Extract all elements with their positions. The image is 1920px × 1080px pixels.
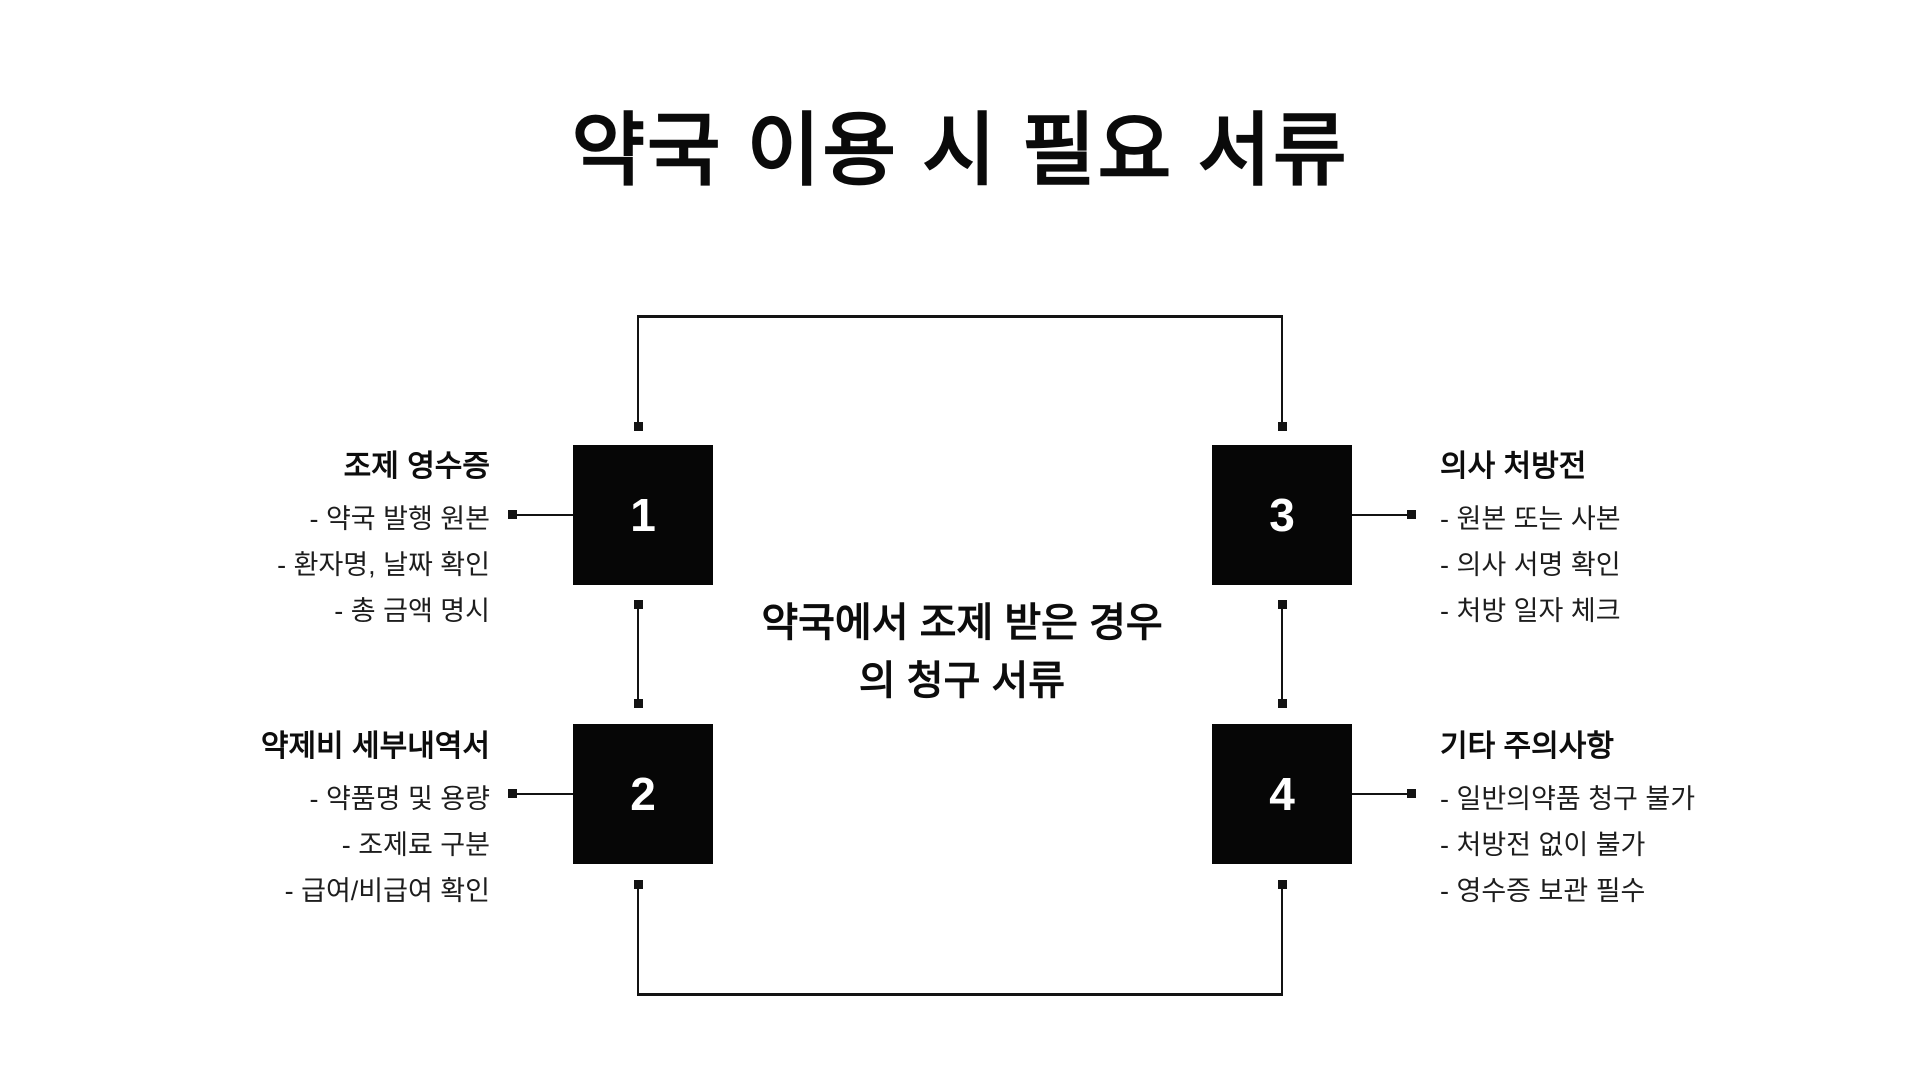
detail-item: - 약품명 및 용량 <box>309 784 490 814</box>
detail-item: - 일반의약품 청구 불가 <box>1440 784 1696 814</box>
square-arrowhead-icon <box>1278 422 1287 431</box>
connector-top-rail <box>637 315 1283 318</box>
detail-item: - 총 금액 명시 <box>334 596 490 626</box>
square-arrowhead-icon <box>634 880 643 889</box>
detail-item: - 약국 발행 원본 <box>309 504 490 534</box>
square-arrowhead-icon <box>634 699 643 708</box>
step-3-heading: 의사 처방전 <box>1440 450 1587 483</box>
center-caption: 약국에서 조제 받은 경우 의 청구 서류 <box>662 594 1262 710</box>
step-3-details: - 원본 또는 사본 - 의사 서명 확인 - 처방 일자 체크 <box>1440 496 1621 634</box>
connector-top-right-drop <box>1281 315 1283 422</box>
detail-item: - 원본 또는 사본 <box>1440 504 1621 534</box>
center-caption-line-1: 약국에서 조제 받은 경우 <box>761 601 1163 645</box>
detail-item: - 처방전 없이 불가 <box>1440 830 1646 860</box>
step-number: 3 <box>1269 489 1295 541</box>
step-number: 4 <box>1269 768 1295 820</box>
connector-bottom-rail <box>637 993 1283 996</box>
connector-step2-label <box>517 793 573 795</box>
step-2-details: - 약품명 및 용량 - 조제료 구분 - 급여/비급여 확인 <box>261 776 490 914</box>
detail-item: - 급여/비급여 확인 <box>284 876 490 906</box>
connector-step1-label <box>517 514 573 516</box>
square-arrowhead-icon <box>508 789 517 798</box>
step-4-heading: 기타 주의사항 <box>1440 730 1614 763</box>
step-2-label-group: 약제비 세부내역서 - 약품명 및 용량 - 조제료 구분 - 급여/비급여 확… <box>261 728 490 914</box>
square-arrowhead-icon <box>1278 880 1287 889</box>
connector-right-vertical <box>1281 605 1283 703</box>
connector-step4-label <box>1352 793 1408 795</box>
detail-item: - 처방 일자 체크 <box>1440 596 1621 626</box>
connector-left-vertical <box>637 605 639 703</box>
step-box-2: 2 <box>573 724 713 864</box>
step-1-heading: 조제 영수증 <box>343 450 490 483</box>
connector-step3-label <box>1352 514 1408 516</box>
square-arrowhead-icon <box>634 422 643 431</box>
diagram-title: 약국 이용 시 필요 서류 <box>571 106 1349 195</box>
step-2-heading: 약제비 세부내역서 <box>260 730 490 763</box>
square-arrowhead-icon <box>1407 510 1416 519</box>
detail-item: - 조제료 구분 <box>341 830 490 860</box>
connector-bottom-left-rise <box>637 889 639 993</box>
step-number: 2 <box>630 768 656 820</box>
detail-item: - 의사 서명 확인 <box>1440 550 1621 580</box>
square-arrowhead-icon <box>1278 600 1287 609</box>
step-4-label-group: 기타 주의사항 - 일반의약품 청구 불가 - 처방전 없이 불가 - 영수증 … <box>1440 728 1695 914</box>
step-box-1: 1 <box>573 445 713 585</box>
connector-top-left-drop <box>637 315 639 422</box>
step-1-details: - 약국 발행 원본 - 환자명, 날짜 확인 - 총 금액 명시 <box>277 496 490 634</box>
square-arrowhead-icon <box>1407 789 1416 798</box>
detail-item: - 영수증 보관 필수 <box>1440 876 1646 906</box>
square-arrowhead-icon <box>1278 699 1287 708</box>
square-arrowhead-icon <box>634 600 643 609</box>
step-1-label-group: 조제 영수증 - 약국 발행 원본 - 환자명, 날짜 확인 - 총 금액 명시 <box>277 448 490 634</box>
step-box-3: 3 <box>1212 445 1352 585</box>
step-3-label-group: 의사 처방전 - 원본 또는 사본 - 의사 서명 확인 - 처방 일자 체크 <box>1440 448 1621 634</box>
square-arrowhead-icon <box>508 510 517 519</box>
step-box-4: 4 <box>1212 724 1352 864</box>
connector-bottom-right-rise <box>1281 889 1283 993</box>
detail-item: - 환자명, 날짜 확인 <box>277 550 490 580</box>
step-4-details: - 일반의약품 청구 불가 - 처방전 없이 불가 - 영수증 보관 필수 <box>1440 776 1695 914</box>
step-number: 1 <box>630 489 656 541</box>
center-caption-line-2: 의 청구 서류 <box>858 659 1066 703</box>
